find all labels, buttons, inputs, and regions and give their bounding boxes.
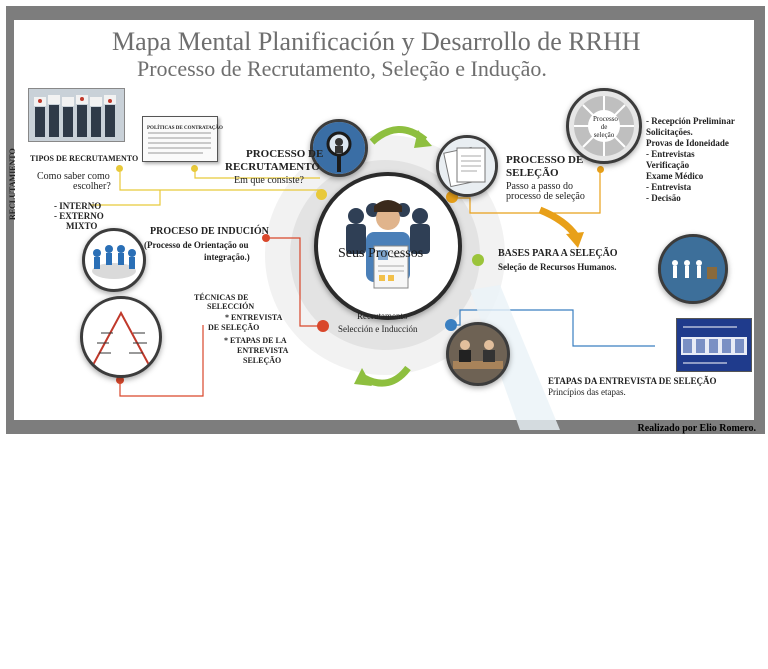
inducao-desc-1: (Processo de Orientação ou (144, 240, 249, 250)
line-selecao (452, 170, 601, 214)
center-caption-1: Recrutamento (357, 311, 408, 321)
step-item-4: - Entrevistas (646, 149, 695, 159)
node-dot-tipos (116, 165, 123, 172)
arrow-top-head (414, 130, 432, 148)
bases-circle (658, 234, 728, 304)
wheel-label-3: seleção (593, 131, 615, 139)
light-beam (470, 285, 560, 430)
node-dot-bases (472, 254, 484, 266)
inducao-desc-2: integração.) (204, 252, 250, 262)
step-item-8: - Decisão (646, 193, 681, 203)
selection-documents-circle (436, 135, 498, 197)
magnifier-person-icon (313, 122, 365, 174)
step-item-3: Provas de Idoneidade (646, 138, 729, 148)
tecnicas-line-6: ENTREVISTA (237, 346, 289, 355)
line-interno (90, 190, 161, 206)
line-tecnicas (119, 325, 204, 397)
node-dot-recruitment (316, 189, 327, 200)
tipos-item-mixto: MIXTO (66, 221, 98, 231)
inducao-title: PROCESO DE INDUCIÓN (150, 226, 269, 237)
arrow-orange (538, 206, 579, 239)
line-inducao (266, 237, 322, 327)
meeting-figures-icon (92, 245, 136, 279)
arrow-orange-head (566, 232, 584, 248)
recrutamento-question: Em que consiste? (234, 175, 304, 186)
team-people-icon (346, 200, 430, 289)
interview-icon (449, 325, 507, 383)
selecao-desc-2: processo de seleção (506, 191, 585, 202)
selection-wheel-icon (574, 96, 634, 156)
etapas-entrevista-title: ETAPAS DA ENTREVISTA DE SELEÇÃO (548, 376, 717, 386)
policy-document: POLÍTICAS DE CONTRATAÇÃO (142, 116, 223, 162)
tipos-question-1: Como saber como (37, 171, 110, 182)
step-item-5: Verificação (646, 160, 690, 170)
tipos-item-externo: - EXTERNO (54, 211, 104, 221)
bases-title: BASES PARA A SELEÇÃO (498, 248, 618, 259)
center-label: Seus Processos (338, 246, 424, 261)
node-dot-etapas-list (597, 166, 604, 173)
selecao-title-1: PROCESSO DE (506, 154, 584, 166)
step-item-2: Solicitações. (646, 127, 693, 137)
tecnicas-line-2: SELECCIÓN (207, 302, 255, 311)
tipos-item-interno: - INTERNO (54, 201, 102, 211)
wheel-label-1: Processo (593, 115, 618, 123)
tecnicas-line-7: SELEÇÃO (243, 356, 282, 365)
node-dot-politicas (191, 165, 198, 172)
arrow-bottom-head (354, 368, 372, 386)
interview-circle (446, 322, 510, 386)
center-circle (314, 172, 462, 320)
standing-figures-icon (661, 237, 725, 301)
step-item-1: - Recepción Preliminar (646, 116, 735, 126)
tipos-title: TIPOS DE RECRUTAMENTO (30, 154, 139, 163)
tecnicas-line-4: DE SELEÇÃO (208, 323, 260, 332)
selection-wheel-circle: Processo de seleção (566, 88, 642, 164)
tecnicas-line-5: * ETAPAS DE LA (224, 336, 287, 345)
wheel-label-2: de (600, 123, 608, 131)
line-politicas (194, 170, 320, 179)
policy-document-title: POLÍTICAS DE CONTRATAÇÃO (147, 126, 223, 131)
map-title: Mapa Mental Planificación y Desarrollo d… (112, 27, 641, 56)
node-dot-induction (317, 320, 329, 332)
documents-icon (439, 138, 495, 194)
center-caption-2: Selección e Inducción (338, 324, 418, 334)
tecnicas-line-3: * ENTREVISTA (225, 313, 283, 322)
bases-desc: Seleção de Recursos Humanos. (498, 262, 617, 272)
induction-circle (82, 228, 146, 292)
node-dot-induction-end (262, 234, 270, 242)
step-item-7: - Entrevista (646, 182, 692, 192)
business-people-icon (29, 89, 124, 141)
etapas-entrevista-desc: Princípios das etapas. (548, 387, 626, 397)
vertical-recruitment-label: RECLUTAMIENTO (8, 148, 17, 220)
wheel-label: Processo de seleção (593, 115, 618, 139)
tecnicas-line-1: TÉCNICAS DE (194, 293, 249, 302)
map-subtitle: Processo de Recrutamento, Seleção e Indu… (137, 56, 547, 81)
node-dot-tecnicas (116, 376, 124, 384)
tipos-question-2: escolher? (73, 181, 111, 192)
recrutamento-title-2: RECRUTAMENTO (225, 161, 320, 173)
selecao-title-2: SELEÇÃO (506, 167, 559, 179)
interview-stages-screenshot (676, 318, 752, 372)
pyramid-diagram-icon (92, 310, 150, 366)
techniques-circle (80, 296, 162, 378)
author-credit: Realizado por Elio Romero. (637, 423, 756, 434)
step-item-6: Exame Médico (646, 171, 704, 181)
slide-thumbnails-icon (681, 326, 747, 364)
selecao-desc-1: Passo a passo do (506, 181, 573, 192)
business-people-photo (28, 88, 125, 142)
recruitment-circle (310, 119, 368, 177)
recrutamento-title-1: PROCESSO DE (246, 148, 324, 160)
document-lines-icon (148, 132, 211, 154)
